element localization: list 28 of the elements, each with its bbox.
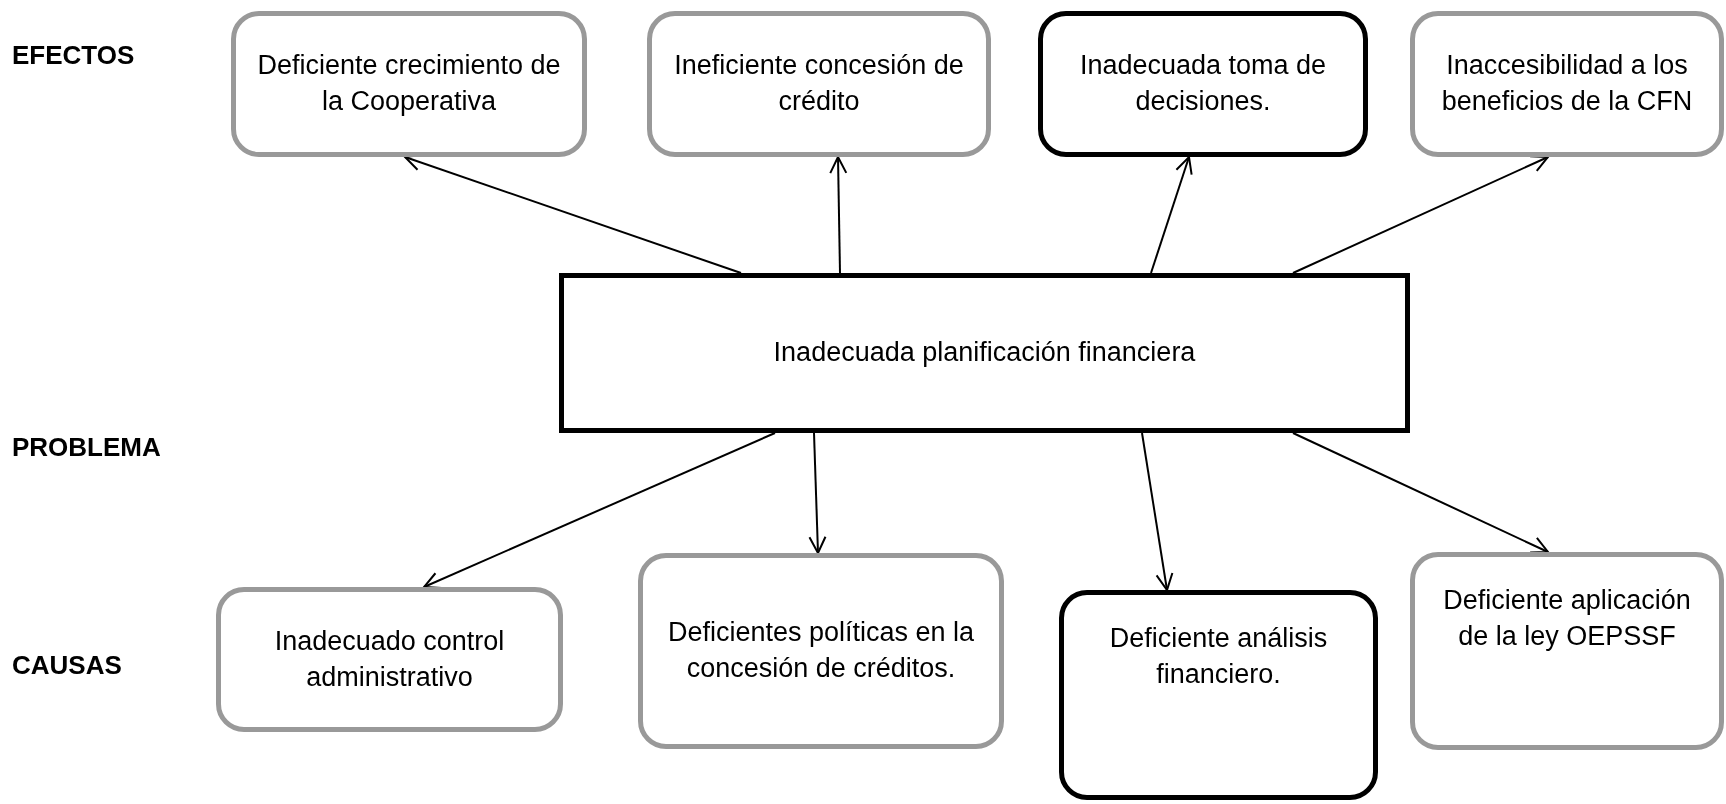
rounded-box bbox=[1410, 11, 1724, 157]
arrow bbox=[1292, 432, 1549, 554]
arrow bbox=[829, 156, 848, 274]
box-text: Inadecuada planificación financiera bbox=[773, 336, 1196, 370]
box-text: Inadecuado control administrativo bbox=[273, 624, 506, 694]
box-text: Inaccesibilidad a los beneficios de la CFN bbox=[1440, 49, 1694, 118]
box-text: Deficientes políticas en la concesión de créditos. bbox=[666, 616, 976, 685]
rounded-box bbox=[1038, 11, 1368, 157]
rounded-box bbox=[638, 553, 1004, 749]
box-text: Deficiente aplicación de la ley OEPSSF bbox=[1442, 584, 1692, 653]
arrow bbox=[1150, 156, 1193, 274]
box-text: Deficiente análisis financiero. bbox=[1108, 622, 1329, 691]
rounded-box bbox=[216, 587, 563, 732]
box-text: Deficiente crecimiento de la Cooperativa bbox=[256, 49, 562, 118]
box-text: Ineficiente concesión de crédito bbox=[673, 49, 965, 118]
arrow bbox=[808, 432, 827, 554]
rounded-box bbox=[231, 11, 587, 157]
arrow bbox=[1292, 155, 1549, 274]
row-label: PROBLEMA bbox=[12, 432, 161, 463]
arrow bbox=[1141, 432, 1174, 591]
rounded-box bbox=[1410, 552, 1724, 750]
arrow bbox=[423, 432, 776, 589]
row-label: CAUSAS bbox=[12, 650, 122, 681]
rounded-box bbox=[1059, 590, 1378, 800]
rounded-box bbox=[647, 11, 991, 157]
row-label: EFECTOS bbox=[12, 40, 135, 71]
box-text: Inadecuada toma de decisiones. bbox=[1078, 49, 1328, 118]
problem-box bbox=[559, 273, 1410, 433]
